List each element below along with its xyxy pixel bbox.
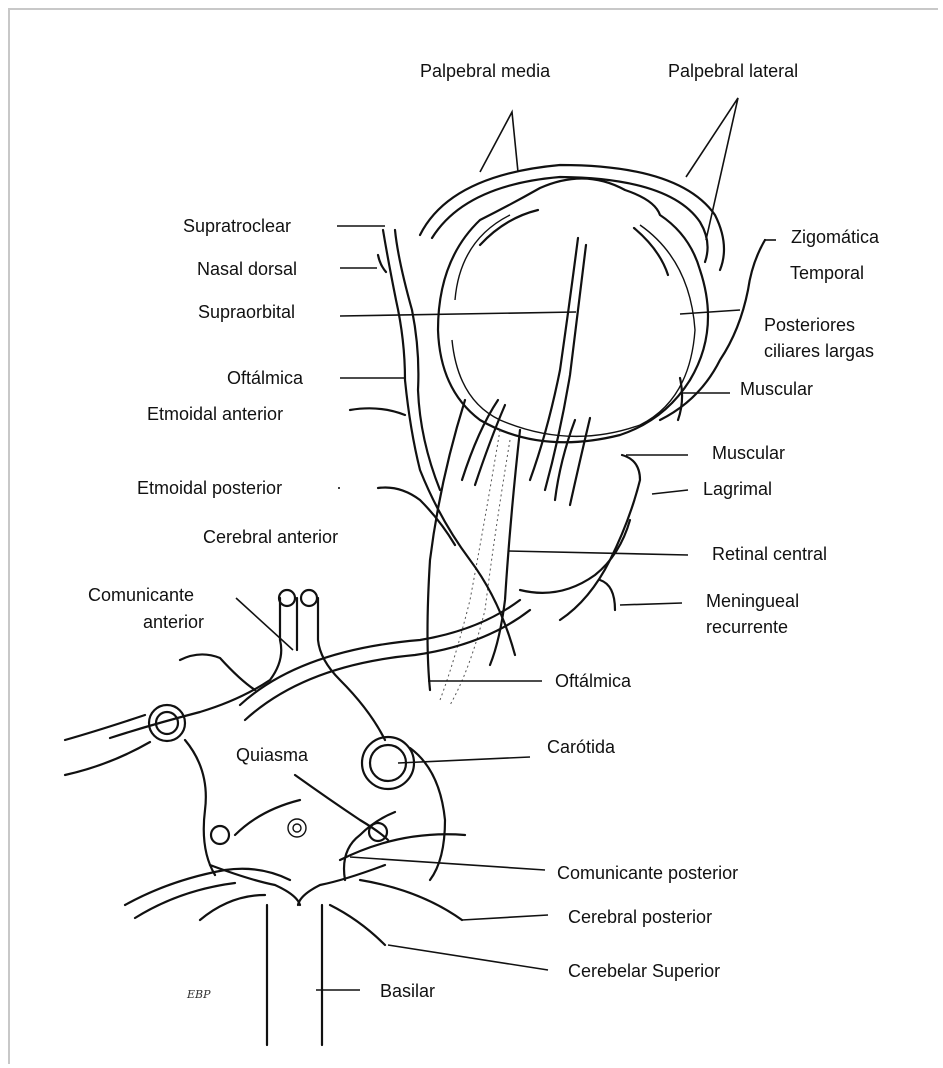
label-supratroclear: Supratroclear [183, 215, 291, 237]
label-carotida: Carótida [547, 736, 615, 758]
label-temporal: Temporal [790, 262, 864, 284]
label-cerebral-anterior: Cerebral anterior [203, 526, 338, 548]
label-meningueal-1: Meningueal [706, 590, 799, 612]
label-comunicante-anterior-1: Comunicante [88, 584, 194, 606]
label-cerebelar-superior: Cerebelar Superior [568, 960, 720, 982]
eyeball [438, 178, 708, 442]
circle-of-willis [65, 590, 465, 1045]
label-oftalmica-bottom: Oftálmica [555, 670, 631, 692]
label-oftalmica-top: Oftálmica [227, 367, 303, 389]
label-lagrimal: Lagrimal [703, 478, 772, 500]
artist-signature: EBP [187, 988, 211, 1001]
label-posteriores-1: Posteriores [764, 314, 855, 336]
label-muscular-1: Muscular [740, 378, 813, 400]
ciliary-branches [462, 210, 668, 505]
label-etmoidal-posterior: Etmoidal posterior [137, 477, 282, 499]
label-quiasma: Quiasma [236, 744, 308, 766]
palpebral-arcs [420, 98, 738, 270]
label-zigomatica: Zigomática [791, 226, 879, 248]
label-etmoidal-anterior: Etmoidal anterior [147, 403, 283, 425]
label-comunicante-posterior: Comunicante posterior [557, 862, 738, 884]
label-cerebral-posterior: Cerebral posterior [568, 906, 712, 928]
label-posteriores-2: ciliares largas [764, 340, 874, 362]
label-meningueal-2: recurrente [706, 616, 788, 638]
label-palpebral-media: Palpebral media [420, 60, 550, 82]
label-muscular-2: Muscular [712, 442, 785, 464]
label-basilar: Basilar [380, 980, 435, 1002]
label-retinal-central: Retinal central [712, 543, 827, 565]
label-palpebral-lateral: Palpebral lateral [668, 60, 798, 82]
label-supraorbital: Supraorbital [198, 301, 295, 323]
label-comunicante-anterior-2: anterior [143, 611, 204, 633]
label-nasal-dorsal: Nasal dorsal [197, 258, 297, 280]
